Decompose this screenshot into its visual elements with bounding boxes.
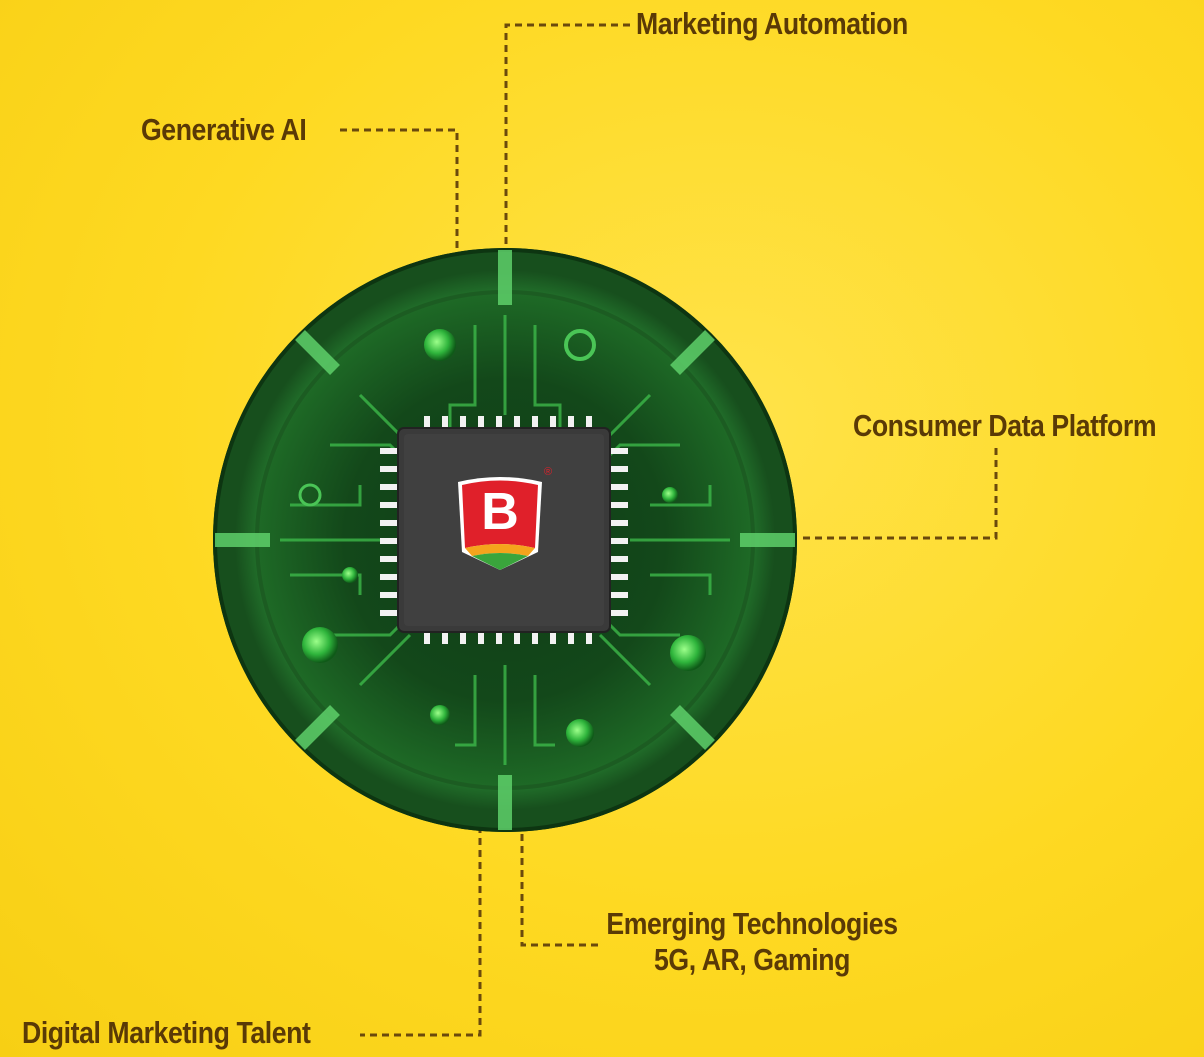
emerging-technologies-subtitle: 5G, AR, Gaming — [654, 941, 850, 977]
brand-letter: B — [481, 483, 519, 541]
brand-shield-icon — [458, 477, 542, 570]
connector-digital-marketing-talent — [360, 826, 482, 1037]
label-emerging-technologies: Emerging Technologies 5G, AR, Gaming — [588, 906, 917, 977]
brand-logo: B ® — [450, 466, 552, 580]
label-consumer-data-platform: Consumer Data Platform — [853, 408, 1157, 443]
connector-marketing-automation — [504, 23, 630, 250]
connector-consumer-data-platform — [798, 448, 998, 540]
label-generative-ai: Generative AI — [141, 112, 307, 147]
label-digital-marketing-talent: Digital Marketing Talent — [22, 1015, 311, 1050]
connector-emerging-technologies — [520, 822, 600, 947]
connector-generative-ai — [340, 128, 459, 255]
emerging-technologies-title: Emerging Technologies — [606, 906, 898, 941]
label-marketing-automation: Marketing Automation — [636, 6, 908, 41]
registered-mark: ® — [544, 466, 553, 478]
